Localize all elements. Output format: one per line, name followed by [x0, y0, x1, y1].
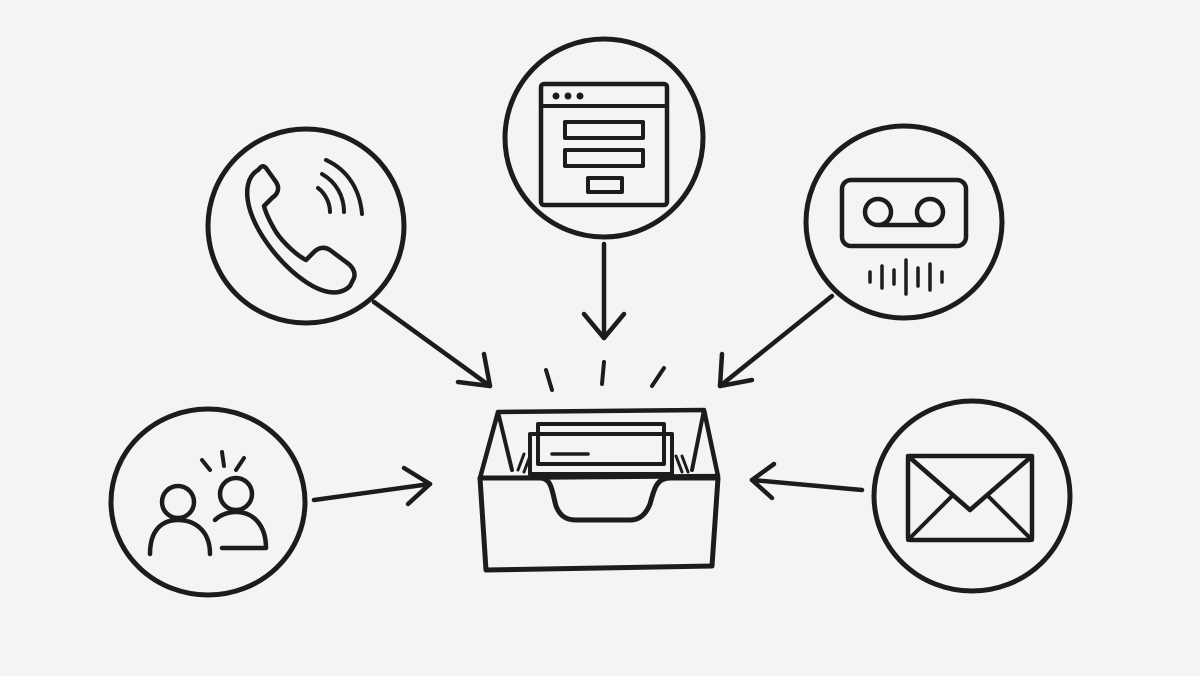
people-icon	[147, 475, 269, 557]
arrow-people-to-inbox	[311, 465, 433, 507]
arrow-phone-to-inbox	[371, 299, 493, 389]
email-node	[871, 398, 1073, 594]
arrow-form-to-inbox	[581, 241, 627, 341]
node-circle	[803, 123, 1005, 321]
phone-call-icon	[245, 158, 364, 295]
in-person-node	[108, 406, 308, 598]
arrow-email-to-inbox	[749, 461, 865, 501]
speech-burst-icon	[200, 450, 246, 472]
inbox-tray	[477, 360, 721, 573]
node-circle	[205, 126, 407, 326]
web-form-node	[502, 36, 706, 240]
voicemail-node	[803, 123, 1005, 321]
sound-wave-icon	[868, 258, 944, 296]
web-form-icon	[538, 81, 670, 208]
node-circle	[108, 406, 308, 598]
sparkle-lines	[544, 360, 666, 392]
node-circle	[502, 36, 706, 240]
voicemail-icon	[839, 177, 969, 249]
node-circle	[871, 398, 1073, 594]
phone-call-node	[205, 126, 407, 326]
inbox-tray-icon	[477, 407, 721, 573]
envelope-icon	[905, 453, 1035, 543]
arrow-voicemail-to-inbox	[717, 293, 835, 389]
